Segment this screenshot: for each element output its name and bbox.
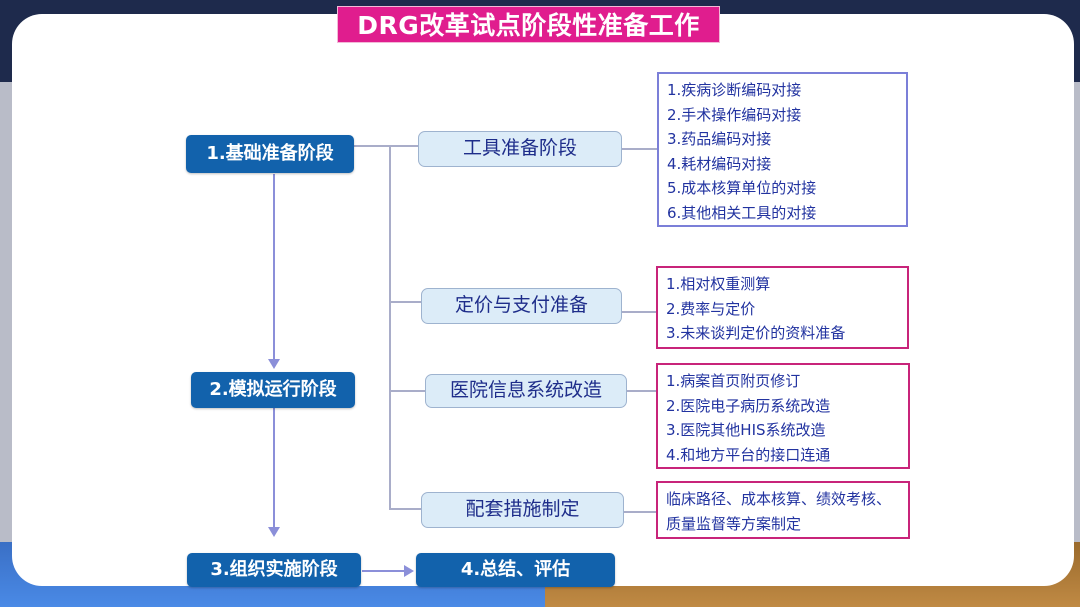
sub-stage-supporting-measures[interactable]: 配套措施制定 [421,492,624,528]
detail-item: 1.病案首页附页修订 [666,372,801,390]
detail-item: 2.医院电子病历系统改造 [666,396,831,415]
detail-item: 4.和地方平台的接口连通 [666,445,831,464]
phase-4-summary-evaluation[interactable]: 4.总结、评估 [416,553,615,587]
sub-stage-tool-preparation[interactable]: 工具准备阶段 [418,131,622,167]
connector-phase1-trunk [354,145,390,147]
flow-line-phase3-to-4 [362,570,406,572]
detail-item: 1.相对权重测算 [666,275,771,293]
phase-3-implementation[interactable]: 3.组织实施阶段 [187,553,361,587]
detail-box-tool-preparation: 1.疾病诊断编码对接 2.手术操作编码对接 3.药品编码对接 4.耗材编码对接 … [657,72,908,227]
detail-item: 临床路径、成本核算、绩效考核、 [666,490,892,508]
detail-item: 2.手术操作编码对接 [667,105,802,124]
detail-item: 2.费率与定价 [666,299,756,318]
connector-to-sub-1 [389,145,419,147]
flow-line-phase1-to-2 [273,174,275,360]
connector-sub3-detail [627,390,658,392]
connector-to-sub-4 [389,508,422,510]
arrow-right-icon [404,565,414,577]
slide-title: DRG改革试点阶段性准备工作 [337,6,720,43]
arrow-down-icon [268,527,280,537]
flow-line-phase2-to-3 [273,408,275,528]
detail-item: 3.药品编码对接 [667,130,772,148]
detail-item: 6.其他相关工具的对接 [667,203,817,222]
sub-stage-hospital-info-system[interactable]: 医院信息系统改造 [425,374,627,408]
detail-item: 5.成本核算单位的对接 [667,179,817,197]
detail-box-hospital-info-system: 1.病案首页附页修订 2.医院电子病历系统改造 3.医院其他HIS系统改造 4.… [656,363,910,469]
detail-item: 4.耗材编码对接 [667,154,772,173]
connector-sub2-detail [622,311,658,313]
detail-box-pricing-payment: 1.相对权重测算 2.费率与定价 3.未来谈判定价的资料准备 [656,266,909,349]
detail-box-supporting-measures: 临床路径、成本核算、绩效考核、 质量监督等方案制定 [656,481,910,539]
detail-item: 3.医院其他HIS系统改造 [666,421,826,439]
arrow-down-icon [268,359,280,369]
connector-to-sub-3 [389,390,426,392]
phase-2-simulation-run[interactable]: 2.模拟运行阶段 [191,372,355,408]
detail-item: 3.未来谈判定价的资料准备 [666,324,846,342]
connector-to-sub-2 [389,301,422,303]
detail-item: 质量监督等方案制定 [666,514,802,533]
detail-item: 1.疾病诊断编码对接 [667,81,802,99]
connector-sub1-detail [622,148,658,150]
connector-trunk-vertical [389,145,391,510]
phase-1-basic-preparation[interactable]: 1.基础准备阶段 [186,135,354,173]
connector-sub4-detail [624,511,658,513]
sub-stage-pricing-payment[interactable]: 定价与支付准备 [421,288,622,324]
